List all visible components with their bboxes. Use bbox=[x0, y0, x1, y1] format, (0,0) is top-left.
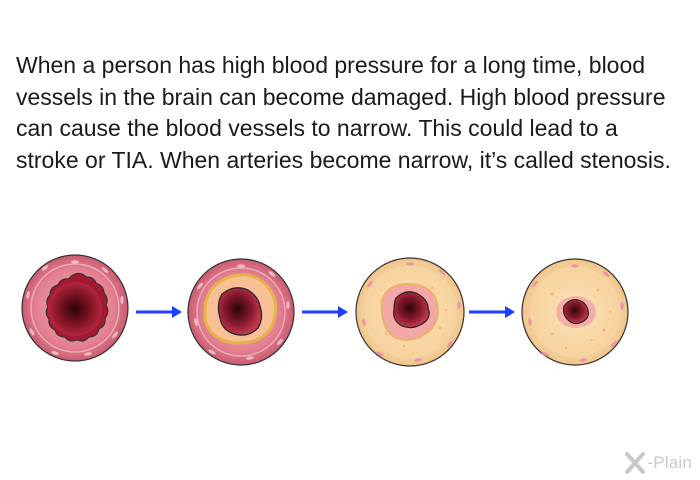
artery-stage-2 bbox=[187, 258, 295, 366]
arrow-1 bbox=[136, 306, 182, 318]
arrow-3 bbox=[469, 306, 515, 318]
brand-text: -Plain bbox=[647, 453, 692, 472]
artery-stage-4 bbox=[521, 258, 629, 366]
description-paragraph: When a person has high blood pressure fo… bbox=[16, 52, 671, 173]
artery-stage-1 bbox=[21, 254, 129, 362]
arrow-2 bbox=[302, 306, 348, 318]
artery-stage-3 bbox=[355, 257, 465, 367]
x-plain-logo: -Plain bbox=[625, 452, 692, 474]
artery-narrowing-illustration bbox=[21, 254, 629, 367]
x-logo-icon bbox=[625, 452, 646, 474]
